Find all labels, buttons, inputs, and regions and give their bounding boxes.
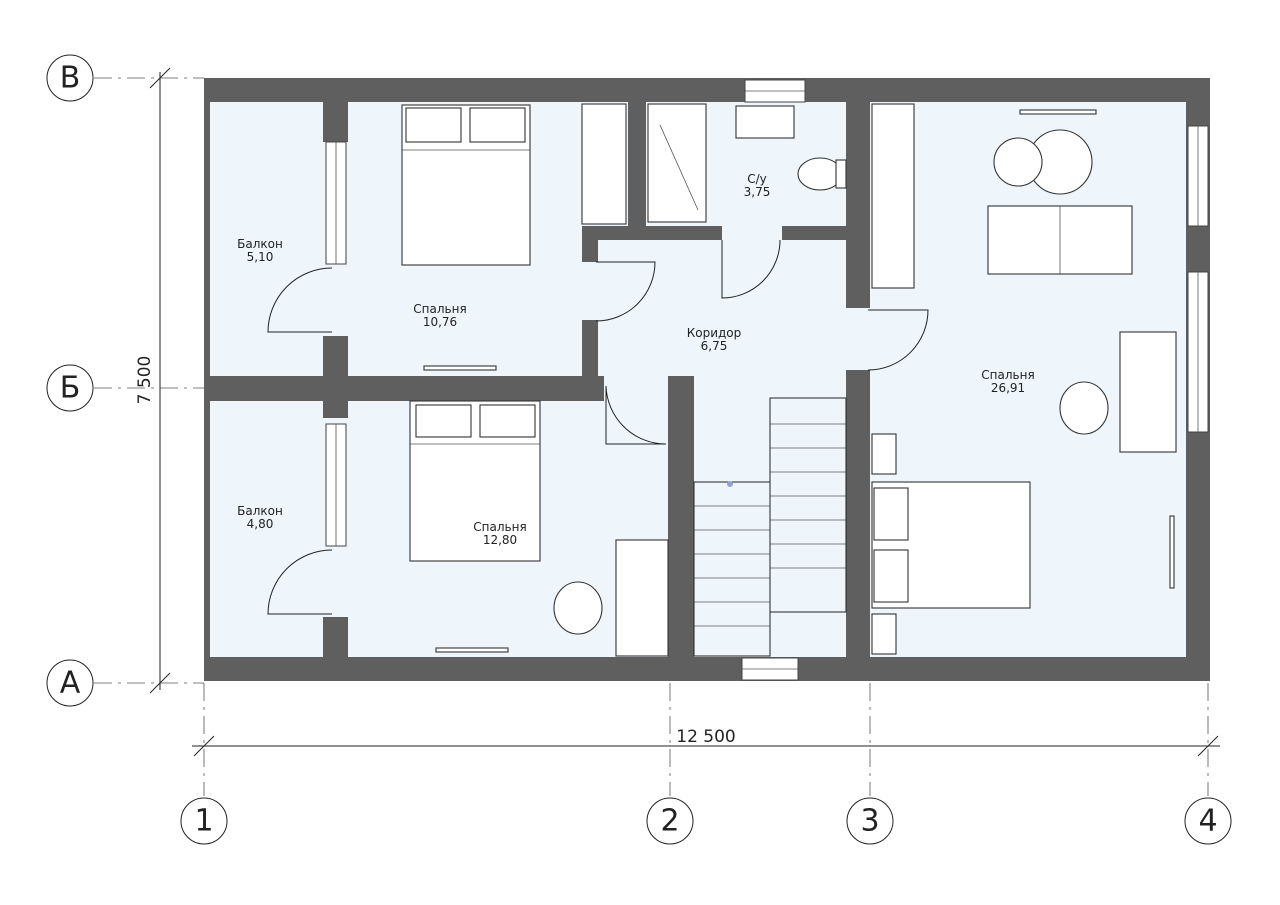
room-area: 3,75 bbox=[744, 185, 771, 199]
room-area: 26,91 bbox=[991, 381, 1025, 395]
room-name: Спальня bbox=[413, 302, 466, 316]
room-area: 10,76 bbox=[423, 315, 457, 329]
staircase bbox=[693, 397, 847, 657]
room-labels: Балкон 5,10 Спальня 10,76 С/у 3,75 Корид… bbox=[237, 172, 1035, 547]
vertical-dimension: 7 500 bbox=[135, 67, 171, 694]
axis-label-v: В bbox=[60, 61, 81, 96]
room-name: Балкон bbox=[237, 504, 283, 518]
overall-height-label: 7 500 bbox=[135, 356, 155, 405]
windows bbox=[325, 79, 1209, 681]
axis-label-2: 2 bbox=[660, 804, 679, 839]
room-name: Коридор bbox=[687, 326, 742, 340]
doors bbox=[267, 239, 929, 615]
axis-label-a: А bbox=[60, 666, 81, 701]
overall-width-label: 12 500 bbox=[676, 727, 735, 747]
vertical-axes: 1 2 3 4 bbox=[180, 683, 1232, 845]
horizontal-axes: В Б А bbox=[46, 54, 204, 707]
room-name: Спальня bbox=[981, 368, 1034, 382]
room-name: Балкон bbox=[237, 237, 283, 251]
room-name: С/у bbox=[747, 172, 767, 186]
room-area: 4,80 bbox=[247, 517, 274, 531]
room-area: 6,75 bbox=[701, 339, 728, 353]
axis-label-4: 4 bbox=[1198, 804, 1217, 839]
axis-label-3: 3 bbox=[860, 804, 879, 839]
axis-label-b: Б bbox=[60, 371, 81, 406]
room-area: 5,10 bbox=[247, 250, 274, 264]
axis-label-1: 1 bbox=[194, 804, 213, 839]
room-name: Спальня bbox=[473, 520, 526, 534]
room-area: 12,80 bbox=[483, 533, 517, 547]
horizontal-dimension: 12 500 bbox=[192, 727, 1220, 757]
furniture bbox=[401, 103, 1177, 657]
